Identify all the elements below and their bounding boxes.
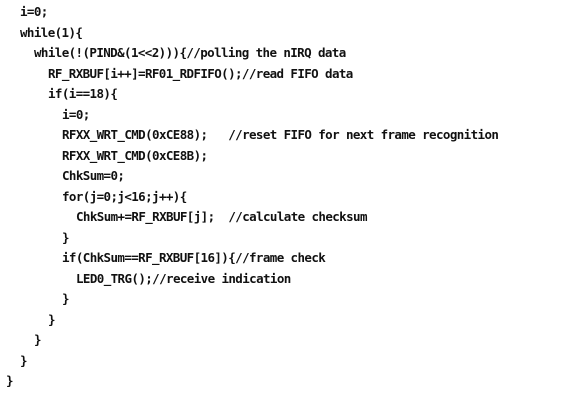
code-line: ChkSum+=RF_RXBUF[j]; //calculate checksu… <box>76 209 367 224</box>
code-line: i=0; <box>20 4 48 19</box>
code-line: RFXX_WRT_CMD(0xCE8B); <box>62 147 208 163</box>
code-line: while(!(PIND&(1<<2))){//polling the nIRQ… <box>34 45 346 60</box>
code-line: ChkSum=0; <box>62 168 125 183</box>
code-line: if(i==18){ <box>48 86 118 101</box>
code-line: while(1){ <box>20 24 83 40</box>
code-line: } <box>20 352 28 368</box>
code-line: if(ChkSum==RF_RXBUF[16]){//frame check <box>62 250 326 265</box>
code-line: } <box>48 311 56 327</box>
code-line: for(j=0;j<16;j++){ <box>62 188 187 204</box>
code-line: } <box>62 291 70 306</box>
code-line: } <box>6 373 14 388</box>
code-listing: i=0; while(1){ while(!(PIND&(1<<2))){//p… <box>6 2 499 392</box>
code-line: RF_RXBUF[i++]=RF01_RDFIFO();//read FIFO … <box>48 65 353 81</box>
code-line: } <box>62 229 70 245</box>
code-line: RFXX_WRT_CMD(0xCE88); //reset FIFO for n… <box>62 127 499 142</box>
code-line: i=0; <box>62 106 90 122</box>
code-line: LED0_TRG();//receive indication <box>76 270 291 286</box>
code-line: } <box>34 332 42 347</box>
